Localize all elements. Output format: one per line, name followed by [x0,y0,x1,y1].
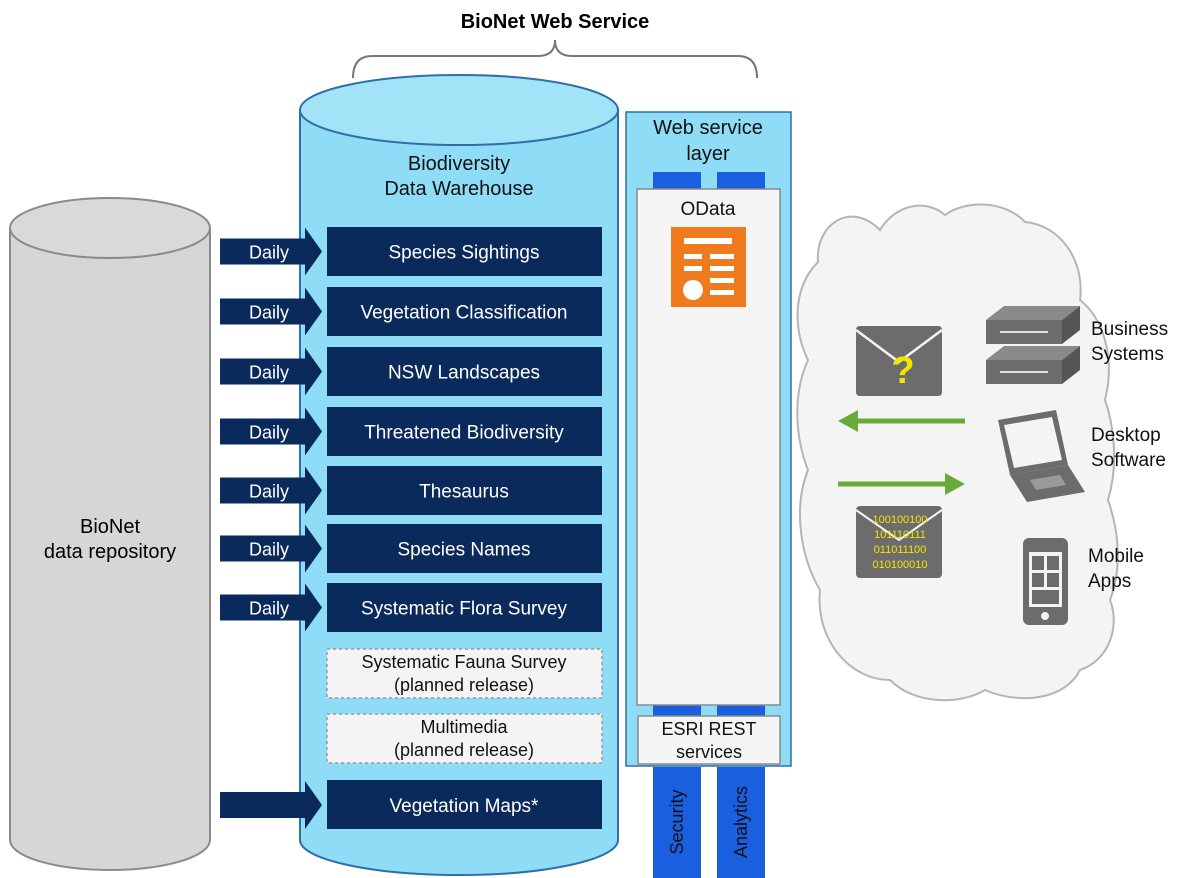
client-mobile-line1: Mobile [1088,546,1144,567]
planned-multimedia-line2: (planned release) [394,740,534,760]
connector-tab-right-lower [717,703,765,717]
web-service-layer-line1: Web service [653,117,763,139]
vegetation-maps-label: Vegetation Maps* [390,796,540,817]
diagram-title: BioNet Web Service [461,11,650,33]
laptop-icon [998,410,1085,502]
client-business-line1: Business [1091,319,1168,340]
daily-arrow [220,407,322,456]
daily-arrow [220,287,322,336]
dataset-box [327,583,602,632]
daily-arrow-label: Daily [249,303,289,323]
repository-cylinder [9,197,211,871]
web-service-layer-line2: layer [686,143,730,165]
esri-label-line1: ESRI REST [661,719,756,739]
security-bar [653,767,701,878]
repository-label-line1: BioNet [80,516,140,538]
client-business-line2: Systems [1091,344,1164,365]
binary-envelope-icon [855,506,943,578]
dataset-box [327,227,602,276]
daily-arrow-label: Daily [249,599,289,619]
esri-label-line2: services [676,742,742,762]
planned-box-multimedia [326,713,603,764]
dataset-label: Systematic Flora Survey [361,599,567,620]
planned-multimedia-line1: Multimedia [420,717,508,737]
connector-tab-left [653,172,701,192]
security-label: Security [667,789,687,854]
daily-arrow-label: Daily [249,363,289,383]
client-mobile-line2: Apps [1088,571,1131,592]
binary-line-2: 101110111 [874,529,926,541]
dataset-box [327,466,602,515]
connector-tab-left-lower [653,703,701,717]
dataset-box [327,287,602,336]
server-stack-icon [986,306,1080,384]
odata-label: OData [681,199,736,220]
warehouse-label-line2: Data Warehouse [384,178,533,200]
daily-arrow-label: Daily [249,482,289,502]
planned-fauna-line2: (planned release) [394,675,534,695]
dataset-box [327,407,602,456]
daily-arrow [220,227,322,276]
daily-arrow-label: Daily [249,423,289,443]
cloud-shape [796,203,1119,702]
dataset-label: NSW Landscapes [388,363,540,384]
analytics-label: Analytics [731,786,751,858]
binary-line-1: 100100100 [872,514,927,526]
title-brace [352,39,758,79]
dataset-label: Thesaurus [419,482,509,503]
dataset-box [327,524,602,573]
client-desktop-line1: Desktop [1091,425,1161,446]
daily-arrow [220,466,322,515]
dataset-label: Species Sightings [388,243,539,264]
binary-line-4: 010100010 [872,559,927,571]
vegetation-maps-arrow [220,781,322,829]
dataset-label: Vegetation Classification [360,303,567,324]
binary-line-3: 011011100 [874,544,927,556]
vegetation-maps-box [327,780,602,829]
response-arrow-left [838,410,965,432]
warehouse-label-line1: Biodiversity [408,153,510,175]
query-question-mark: ? [891,350,914,392]
analytics-bar [717,767,765,878]
dataset-label: Threatened Biodiversity [364,423,564,444]
planned-box-fauna [326,648,603,699]
connector-tab-right [717,172,765,192]
daily-arrow-label: Daily [249,540,289,560]
daily-arrow [220,583,322,632]
client-desktop-line2: Software [1091,450,1166,471]
dataset-label: Species Names [397,540,530,561]
repository-label-line2: data repository [44,541,176,563]
request-arrow-right [838,473,965,495]
mobile-phone-icon [1023,538,1068,625]
daily-arrow-label: Daily [249,243,289,263]
daily-arrow [220,347,322,396]
esri-rest-box [637,715,781,765]
dataset-box [327,347,602,396]
daily-arrow [220,524,322,573]
odata-document-icon [671,227,746,307]
planned-fauna-line1: Systematic Fauna Survey [361,652,566,672]
query-envelope-icon [855,326,943,396]
